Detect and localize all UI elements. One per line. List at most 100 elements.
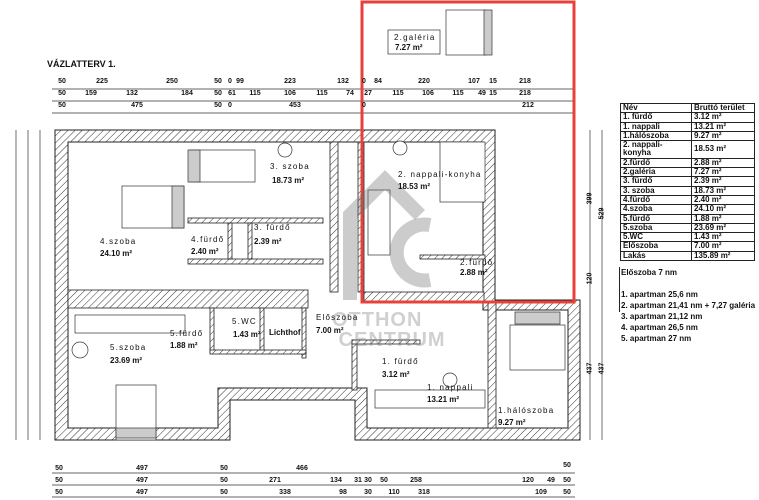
cell-area: 2.39 m² [691, 176, 755, 187]
room-3-furdo-name: 3. fürdő [254, 223, 291, 232]
room-1-furdo-area: 3.12 m² [382, 370, 410, 379]
cell-area: 135.89 m² [691, 250, 755, 262]
room-2-nappali-area: 18.53 m² [398, 182, 431, 191]
dim: 0 [228, 78, 232, 85]
dim: 250 [166, 78, 178, 85]
cell-area: 18.73 m² [691, 185, 755, 196]
dim: 258 [410, 477, 422, 484]
dim: 271 [269, 477, 281, 484]
dim: 220 [418, 78, 430, 85]
dim: 15 [489, 90, 497, 97]
dim: 212 [522, 102, 534, 109]
cell-area: 3.12 m² [691, 112, 755, 123]
dim: 31 [354, 477, 362, 484]
dim: 110 [388, 489, 400, 496]
dim: 50 [220, 465, 228, 472]
dim: 437 [598, 362, 606, 375]
dim: 50 [563, 462, 571, 469]
room-1-nappali-area: 13.21 m² [427, 395, 460, 404]
dim: 115 [452, 90, 464, 97]
dim: 223 [284, 78, 296, 85]
room-5-wc-area: 1.43 m² [233, 330, 261, 339]
dim: 437 [586, 362, 594, 375]
furniture [71, 9, 566, 441]
dim: 466 [296, 465, 308, 472]
dim: 50 [58, 78, 66, 85]
summary-hall: Előszoba 7 nm [621, 268, 678, 277]
room-4-furdo-area: 2.40 m² [191, 247, 219, 256]
dim: 115 [392, 90, 404, 97]
dim: 106 [422, 90, 434, 97]
dimension-lines [15, 88, 603, 498]
dim: 120 [522, 477, 534, 484]
dim: 61 [228, 90, 236, 97]
cell-area: 9.27 m² [691, 130, 755, 142]
room-eloszoba-area: 7.00 m² [316, 326, 344, 335]
dim: 50 [58, 90, 66, 97]
dim: 84 [374, 78, 382, 85]
cell-name: 1. nappali [620, 121, 692, 132]
dim: 0 [362, 102, 366, 109]
cell-name: Előszoba [620, 241, 692, 252]
room-3-szoba-area: 18.73 m² [272, 176, 305, 185]
cell-area: 18.53 m² [691, 140, 755, 159]
dim: 74 [346, 90, 354, 97]
room-3-furdo-area: 2.39 m² [254, 237, 282, 246]
dim: 399 [586, 192, 594, 205]
cell-area: 24.10 m² [691, 204, 755, 215]
room-5-wc-name: 5.WC [232, 317, 257, 326]
dim: 107 [468, 78, 480, 85]
gallery-name: 2.galéria [394, 33, 436, 42]
room-4-furdo-name: 4.fürdő [191, 235, 225, 244]
dim: 218 [519, 90, 531, 97]
gallery-area: 7.27 m² [395, 43, 423, 52]
cell-name: 5.fürdő [620, 213, 692, 224]
dim: 50 [563, 489, 571, 496]
dim: 106 [284, 90, 296, 97]
room-4-szoba-area: 24.10 m² [100, 249, 133, 258]
room-5-furdo-area: 1.88 m² [170, 341, 198, 350]
dim: 0 [362, 78, 366, 85]
dim: 50 [55, 477, 63, 484]
cell-name: 2. nappali-konyha [620, 140, 692, 159]
dim: 115 [316, 90, 328, 97]
dim: 50 [214, 90, 222, 97]
watermark-logo [343, 170, 432, 300]
dim: 50 [563, 477, 571, 484]
dim: 99 [236, 78, 244, 85]
room-5-szoba-name: 5.szoba [110, 343, 147, 352]
dim: 49 [478, 90, 486, 97]
room-1-nappali-name: 1. nappali [427, 383, 474, 392]
dim: 132 [126, 90, 138, 97]
watermark-text: OTTHON CENTRUM [332, 309, 446, 351]
dim: 132 [337, 78, 349, 85]
dim: 50 [220, 477, 228, 484]
dim: 529 [598, 207, 606, 220]
drawing-title: VÁZLATTERV 1. [47, 59, 116, 69]
dim: 15 [489, 78, 497, 85]
dim: 98 [339, 489, 347, 496]
dim: 49 [547, 477, 555, 484]
dim: 338 [279, 489, 291, 496]
cell-area: 23.69 m² [691, 222, 755, 234]
cell-name: Lakás [620, 250, 692, 262]
dim: 184 [181, 90, 193, 97]
dim: 497 [136, 477, 148, 484]
dim: 50 [220, 489, 228, 496]
gallery-highlight [360, 0, 576, 304]
dim: 218 [519, 78, 531, 85]
dim: 50 [214, 78, 222, 85]
summary-apartment: 2. apartman 21,41 nm + 7,27 galéria [621, 301, 756, 310]
dim: 318 [418, 489, 430, 496]
room-lichthof-name: Lichthof [269, 328, 301, 337]
dim: 109 [535, 489, 547, 496]
dim: 27 [364, 90, 372, 97]
